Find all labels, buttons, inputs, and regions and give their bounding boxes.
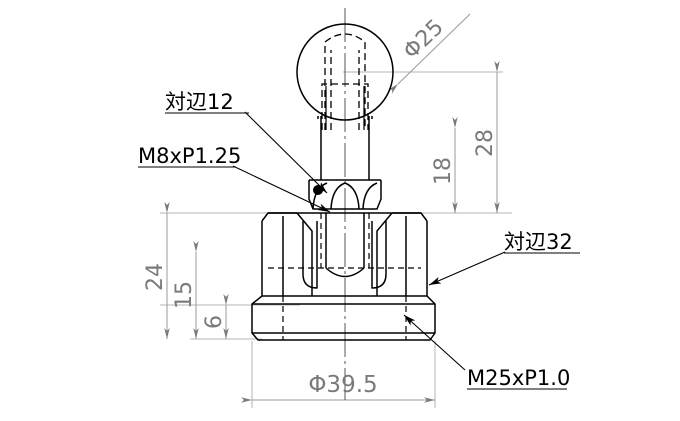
annotation-underlines (138, 112, 580, 390)
dim-label-15: 15 (172, 281, 197, 309)
body-v-right (376, 212, 393, 296)
annotation-m8: M8xP1.25 (138, 144, 241, 168)
ball-seat (317, 116, 373, 119)
hex-body (261, 212, 428, 296)
dim-label-6: 6 (202, 315, 227, 329)
annotation-hex32: 対辺32 (504, 230, 573, 254)
dim-label-395: Φ39.5 (308, 372, 377, 398)
hex-nut-outline (308, 180, 382, 210)
center-bore-body (325, 213, 365, 278)
visible-bore-lines (325, 86, 365, 130)
arrow-dot-hex12 (313, 185, 323, 195)
hidden-edges-ball (321, 33, 369, 130)
flange-outline (251, 295, 436, 341)
body-right-chamfer (392, 212, 428, 222)
flange (251, 295, 436, 341)
dim-label-28: 28 (473, 129, 498, 157)
dimension-extension-lines (160, 71, 512, 408)
ball-internal-thread (324, 33, 366, 130)
leader-lines (232, 111, 506, 371)
leader-m8 (232, 165, 331, 213)
leader-arrow-dots (313, 185, 323, 195)
part-outline (296, 23, 394, 210)
neck-outline (320, 116, 370, 180)
annotation-m25: M25xP1.0 (467, 366, 570, 390)
dim-label-18: 18 (431, 157, 456, 185)
dim-label-25: Φ25 (399, 15, 449, 64)
ball-thread-inner (330, 50, 360, 130)
ball-bore (321, 83, 369, 130)
annotation-hex12: 対辺12 (165, 90, 234, 114)
dim-label-24: 24 (143, 263, 168, 291)
dimension-lines (164, 13, 500, 403)
dim-leader-25 (388, 13, 471, 94)
body-slot-right (371, 221, 387, 289)
bore-bottom (325, 267, 365, 278)
body-left-chamfer (261, 212, 297, 222)
body-slot-left (302, 221, 318, 289)
body-v-left (296, 212, 313, 296)
leader-hex12 (244, 111, 328, 194)
ball-outline (296, 23, 394, 121)
leader-m25 (403, 314, 466, 371)
leader-hex32 (428, 251, 506, 286)
